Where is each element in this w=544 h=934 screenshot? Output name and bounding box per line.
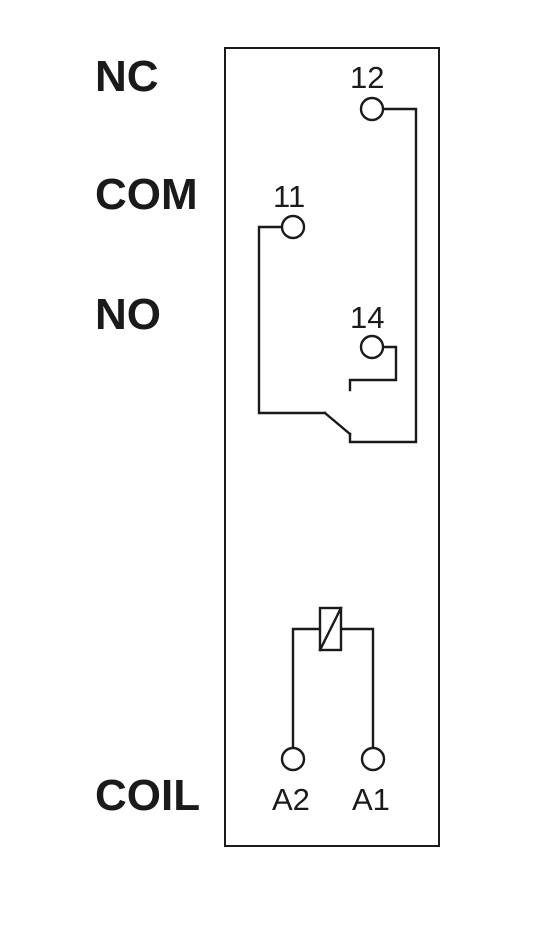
terminal-12-icon: [359, 96, 385, 122]
com-wire: [257, 225, 327, 415]
coil-wire-a2: [291, 627, 322, 750]
pin-label-12: 12: [350, 60, 384, 95]
no-label: NO: [95, 290, 161, 339]
nc-wire: [348, 107, 418, 444]
contact-section: 12 11 14: [257, 60, 418, 444]
pin-label-11: 11: [273, 179, 305, 214]
no-wire: [348, 345, 398, 392]
com-label: COM: [95, 170, 198, 219]
coil-section: A2 A1: [272, 606, 390, 817]
terminal-a1-icon: [360, 746, 386, 772]
terminal-11-icon: [280, 214, 306, 240]
nc-label: NC: [95, 52, 159, 101]
pin-label-14: 14: [350, 300, 384, 335]
terminal-a2-icon: [280, 746, 306, 772]
coil-diagonal: [318, 606, 343, 652]
switch-arm: [323, 411, 352, 436]
terminal-14-icon: [359, 334, 385, 360]
pin-label-a2: A2: [272, 782, 310, 817]
coil-label: COIL: [95, 771, 200, 820]
pin-label-a1: A1: [352, 782, 390, 817]
relay-housing: [224, 47, 440, 847]
coil-wire-a1: [339, 627, 375, 750]
